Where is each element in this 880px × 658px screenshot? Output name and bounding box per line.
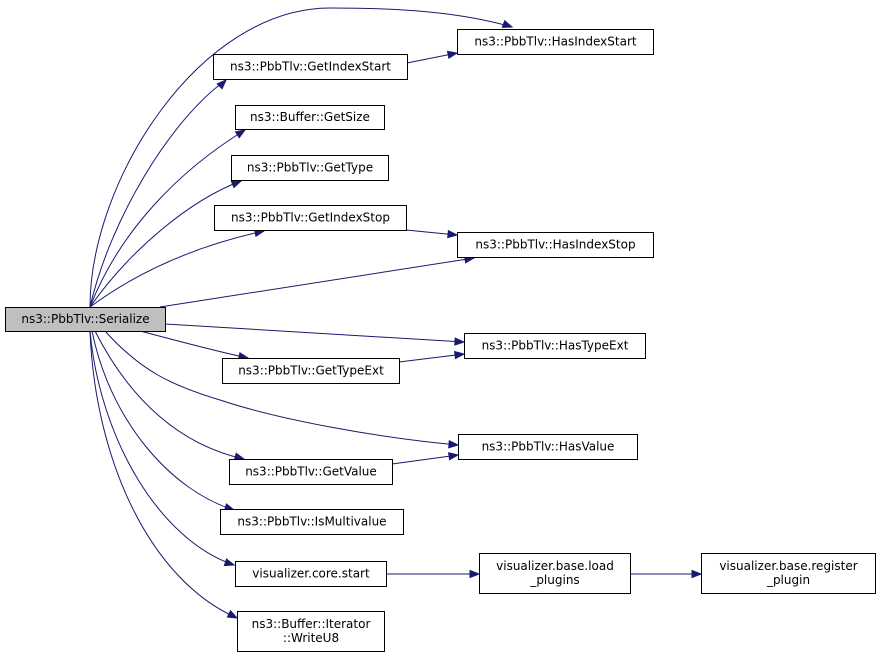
node-label: _plugin [766,573,810,587]
arrowhead [501,19,514,28]
edge-serialize-to-get-index-stop [89,228,266,308]
arrowhead [234,129,247,139]
arrowhead [223,558,236,567]
node-label: ns3::PbbTlv::HasTypeExt [482,339,629,353]
node-label: ns3::Buffer::GetSize [250,110,370,124]
node-label: ::WriteU8 [283,631,339,645]
edge-serialize-to-get-type [89,180,243,308]
node-has-index-start[interactable]: ns3::PbbTlv::HasIndexStart [457,29,654,55]
arrowhead [454,350,466,360]
node-label: visualizer.base.load [496,559,614,573]
edge-serialize-to-buffer-get-size [89,129,247,308]
node-label: visualizer.base.register [719,559,857,573]
node-label: visualizer.core.start [252,567,370,581]
node-serialize[interactable]: ns3::PbbTlv::Serialize [5,307,166,332]
edge-serialize-to-get-index-start [89,79,227,308]
edge-serialize-to-is-multivalue [91,330,236,512]
call-edges [89,7,703,619]
node-is-multivalue[interactable]: ns3::PbbTlv::IsMultivalue [220,509,404,535]
edge-serialize-to-buffer-iterator-write-u8 [89,330,239,619]
call-nodes: ns3::PbbTlv::Serialize ns3::PbbTlv::HasIn… [5,29,876,652]
node-get-type[interactable]: ns3::PbbTlv::GetType [231,155,389,181]
node-get-index-start[interactable]: ns3::PbbTlv::GetIndexStart [213,54,408,80]
edge-get-type-ext-to-has-type-ext [398,350,466,363]
edge-serialize-to-visualizer-core-start [89,330,236,567]
arrowhead [230,180,243,189]
node-has-type-ext[interactable]: ns3::PbbTlv::HasTypeExt [464,333,646,359]
node-label: ns3::Buffer::Iterator [252,617,371,631]
node-buffer-get-size[interactable]: ns3::Buffer::GetSize [235,105,385,130]
arrowhead [447,229,459,239]
node-buffer-iterator-write-u8[interactable]: ns3::Buffer::Iterator::WriteU8 [237,611,385,652]
arrowhead [446,50,459,60]
edge-serialize-to-get-value [94,330,246,461]
arrowhead [216,79,227,90]
edge-serialize-to-has-index-start [89,7,514,308]
edge-get-value-to-has-value [391,452,460,465]
edge-get-index-start-to-has-index-start [406,50,459,64]
node-visualizer-core-start[interactable]: visualizer.core.start [235,561,387,587]
node-label: ns3::PbbTlv::IsMultivalue [237,515,386,529]
arrowhead [454,337,466,346]
arrowhead [448,440,460,449]
node-get-value[interactable]: ns3::PbbTlv::GetValue [229,459,393,485]
arrowhead [448,452,460,461]
node-label: ns3::PbbTlv::GetIndexStart [230,60,391,74]
edge-serialize-to-has-value [104,330,460,449]
node-label: ns3::PbbTlv::Serialize [21,312,149,326]
edge-serialize-to-get-type-ext [139,330,250,361]
arrowhead [691,569,703,579]
node-label: ns3::PbbTlv::GetIndexStop [231,211,390,225]
node-has-index-stop[interactable]: ns3::PbbTlv::HasIndexStop [457,232,654,258]
edge-visualizer-core-start-to-visualizer-base-load-plugins [386,569,481,579]
arrowhead [469,569,481,579]
node-label: ns3::PbbTlv::HasValue [482,440,615,454]
node-get-index-stop[interactable]: ns3::PbbTlv::GetIndexStop [214,205,407,231]
node-label: ns3::PbbTlv::HasIndexStop [475,238,635,252]
node-label: ns3::PbbTlv::HasIndexStart [474,35,637,49]
arrowhead [226,609,239,619]
edge-serialize-to-has-index-stop [159,255,476,308]
node-get-type-ext[interactable]: ns3::PbbTlv::GetTypeExt [222,358,400,384]
node-label: ns3::PbbTlv::GetValue [245,465,377,479]
node-label: _plugins [529,573,579,587]
node-label: ns3::PbbTlv::GetTypeExt [238,364,384,378]
node-visualizer-base-load-plugins[interactable]: visualizer.base.load_plugins [479,553,631,594]
node-has-value[interactable]: ns3::PbbTlv::HasValue [458,434,638,460]
node-visualizer-base-register-plugin[interactable]: visualizer.base.register_plugin [701,553,876,594]
node-label: ns3::PbbTlv::GetType [247,161,373,175]
edge-serialize-to-has-type-ext [164,323,466,346]
edge-visualizer-base-load-plugins-to-visualizer-base-register-plugin [630,569,703,579]
edge-get-index-stop-to-has-index-stop [405,229,459,239]
